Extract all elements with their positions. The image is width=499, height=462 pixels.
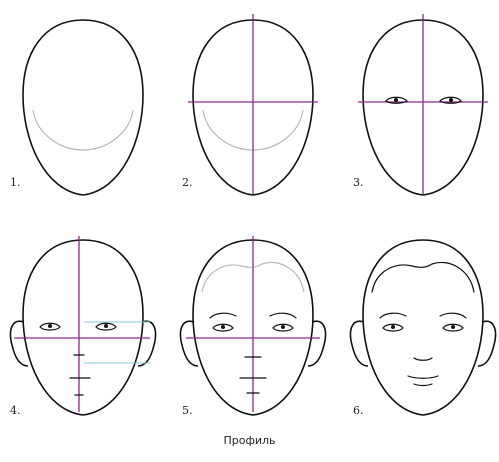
step-5-sketch xyxy=(181,236,326,415)
hairline xyxy=(372,262,474,292)
right-pupil xyxy=(281,325,285,329)
right-pupil xyxy=(449,98,453,102)
left-pupil xyxy=(394,98,398,102)
step-number-3: 3. xyxy=(353,176,364,189)
step-number-1: 1. xyxy=(10,176,21,189)
step-number-5: 5. xyxy=(182,404,193,417)
left-pupil xyxy=(391,325,395,329)
step-4-sketch xyxy=(11,236,156,415)
head-outline xyxy=(23,20,143,195)
right-brow xyxy=(270,313,296,318)
construction-circle xyxy=(33,110,133,150)
lower-lip xyxy=(414,384,432,386)
step-6-sketch xyxy=(351,240,496,415)
left-pupil xyxy=(48,324,52,328)
left-brow xyxy=(380,313,406,318)
step-number-2: 2. xyxy=(182,176,193,189)
right-brow xyxy=(440,313,466,318)
step-number-6: 6. xyxy=(353,404,364,417)
right-pupil xyxy=(451,325,455,329)
left-pupil xyxy=(221,325,225,329)
step-1-sketch xyxy=(23,20,143,195)
head-outline xyxy=(363,240,483,415)
step-3-sketch xyxy=(358,14,488,195)
caption: Профиль xyxy=(0,434,499,447)
step-2-sketch xyxy=(188,14,318,195)
nose xyxy=(414,358,432,360)
right-pupil xyxy=(104,324,108,328)
left-brow xyxy=(210,313,236,318)
step-number-4: 4. xyxy=(10,404,21,417)
mouth xyxy=(408,376,438,378)
